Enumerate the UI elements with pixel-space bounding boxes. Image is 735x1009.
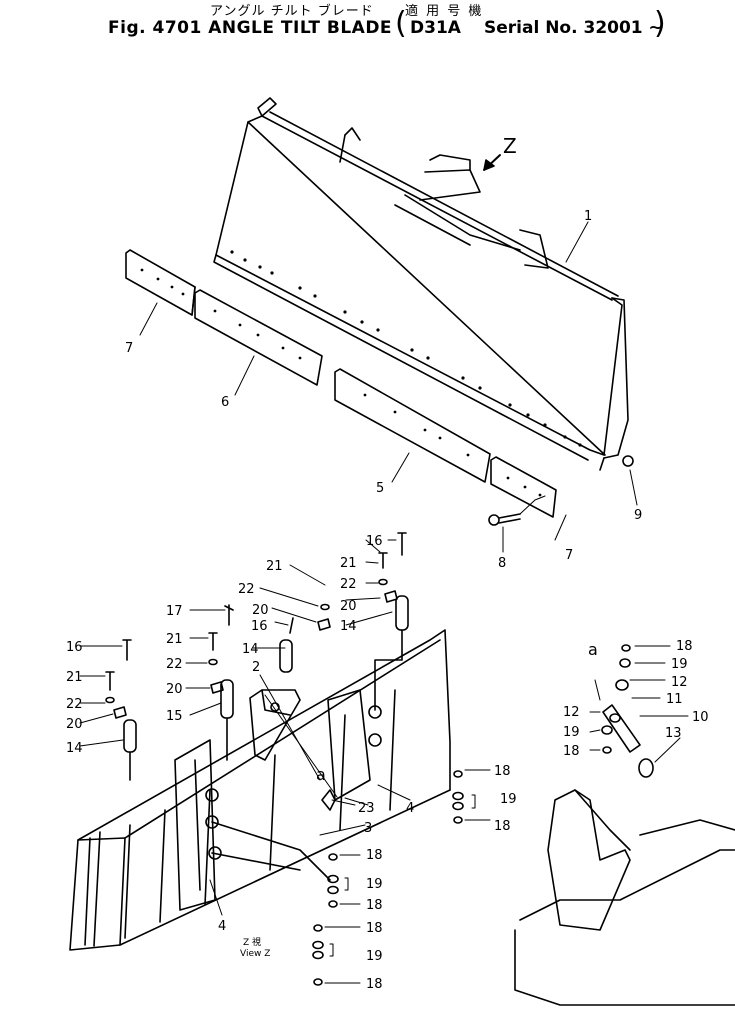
callout-13: 13 bbox=[665, 726, 682, 741]
callout-18e: 18 bbox=[366, 921, 383, 936]
callout-18a: 18 bbox=[494, 764, 511, 779]
pin-23 bbox=[321, 789, 336, 811]
japanese-applicability: 適 用 号 機 bbox=[405, 4, 484, 19]
callout-18c: 18 bbox=[366, 848, 383, 863]
callout-12a: 12 bbox=[671, 675, 688, 690]
callout-20a: 20 bbox=[166, 682, 183, 697]
pin-14-right bbox=[374, 595, 409, 711]
callout-19c: 19 bbox=[366, 949, 383, 964]
cutting-edge-7-left bbox=[125, 249, 196, 316]
plates-20 bbox=[113, 590, 398, 719]
callout-20-left: 20 bbox=[66, 717, 83, 732]
callout-labels: Z 1 7 6 5 7 8 9 16 21 22 20 14 21 22 20 … bbox=[66, 134, 709, 992]
callout-18h: 18 bbox=[563, 744, 580, 759]
blade-assembly bbox=[213, 97, 629, 471]
bolt-8 bbox=[488, 495, 546, 526]
callout-1: 1 bbox=[584, 209, 592, 224]
callout-14a: 14 bbox=[66, 741, 83, 756]
nut-9 bbox=[622, 455, 634, 467]
cutting-edge-5 bbox=[334, 368, 491, 483]
callout-15: 15 bbox=[166, 709, 183, 724]
callout-20b: 20 bbox=[252, 603, 269, 618]
washers-18-19 bbox=[312, 644, 631, 986]
callout-19b: 19 bbox=[366, 877, 383, 892]
callout-19d: 19 bbox=[671, 657, 688, 672]
leader-lines bbox=[79, 221, 689, 984]
callout-22a: 22 bbox=[166, 657, 183, 672]
blade-view-z bbox=[69, 629, 451, 951]
callout-17: 17 bbox=[166, 604, 183, 619]
link-3 bbox=[211, 821, 331, 881]
callout-21b: 21 bbox=[266, 559, 283, 574]
pin-15 bbox=[220, 679, 234, 761]
callout-5: 5 bbox=[376, 481, 384, 496]
japanese-title: アングル チルト ブレード bbox=[210, 4, 374, 19]
detail-ref-a-left: a bbox=[316, 765, 326, 784]
z-arrow-label: Z bbox=[503, 134, 517, 158]
callout-18d: 18 bbox=[366, 898, 383, 913]
tilt-cylinder-detail bbox=[514, 679, 735, 1006]
detail-ref-a-right: a bbox=[588, 640, 598, 659]
callout-4a: 4 bbox=[218, 919, 226, 934]
callout-7b: 7 bbox=[565, 548, 573, 563]
callout-10: 10 bbox=[692, 710, 709, 725]
callout-8: 8 bbox=[498, 556, 506, 571]
callout-19e: 19 bbox=[563, 725, 580, 740]
callout-20c: 20 bbox=[340, 599, 357, 614]
open-paren: ( bbox=[395, 6, 407, 41]
callout-16c: 16 bbox=[366, 534, 383, 549]
serial-label: Serial No. 32001 ~ bbox=[484, 18, 663, 38]
callout-18g: 18 bbox=[676, 639, 693, 654]
model-label: D31A bbox=[410, 18, 461, 38]
callout-11: 11 bbox=[666, 692, 683, 707]
callout-21a: 21 bbox=[166, 632, 183, 647]
callout-7a: 7 bbox=[125, 341, 133, 356]
callout-16a: 16 bbox=[66, 640, 83, 655]
bolts-21 bbox=[105, 552, 388, 691]
bracket-4-right bbox=[327, 689, 382, 801]
close-paren: ) bbox=[654, 6, 666, 41]
washers-22 bbox=[105, 578, 388, 704]
callout-4b: 4 bbox=[406, 801, 414, 816]
callout-21c: 21 bbox=[340, 556, 357, 571]
view-z-en: View Z bbox=[240, 949, 270, 959]
callout-19a: 19 bbox=[500, 792, 517, 807]
callout-22c: 22 bbox=[340, 577, 357, 592]
view-z-arrow bbox=[483, 154, 501, 171]
callout-16b: 16 bbox=[251, 619, 268, 634]
callout-22-left: 22 bbox=[66, 697, 83, 712]
callout-21-left: 21 bbox=[66, 670, 83, 685]
cutting-edge-6 bbox=[194, 289, 323, 386]
callout-2: 2 bbox=[252, 660, 260, 675]
callout-9: 9 bbox=[634, 508, 642, 523]
callout-3: 3 bbox=[364, 821, 372, 836]
figure-title: Fig. 4701 ANGLE TILT BLADE bbox=[108, 18, 393, 38]
callout-23: 23 bbox=[358, 801, 375, 816]
pin-14-left bbox=[123, 719, 137, 781]
bracket-4-left bbox=[174, 739, 222, 911]
cutting-edge-7-right bbox=[490, 456, 557, 518]
callout-18f: 18 bbox=[366, 977, 383, 992]
grease-fittings bbox=[122, 532, 407, 661]
callout-18b: 18 bbox=[494, 819, 511, 834]
callout-6: 6 bbox=[221, 395, 229, 410]
callout-14c: 14 bbox=[340, 619, 357, 634]
pin-14-mid bbox=[279, 639, 293, 673]
callout-22b: 22 bbox=[238, 582, 255, 597]
callout-14b: 14 bbox=[242, 642, 259, 657]
callout-12b: 12 bbox=[563, 705, 580, 720]
view-z-jp: Z 視 bbox=[243, 936, 261, 948]
